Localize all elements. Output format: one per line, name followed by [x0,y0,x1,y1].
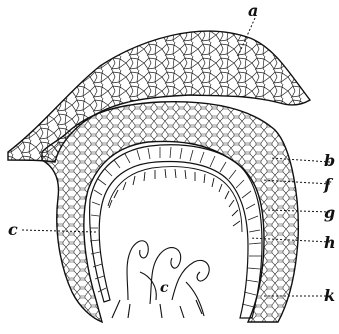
label-b: b [324,151,335,170]
radiating-layer-g [90,145,262,318]
label-c-left: c [8,220,18,239]
label-a: a [248,1,258,20]
label-g: g [324,203,335,222]
label-f: f [323,175,334,194]
inner-fringe-h [108,167,242,232]
label-k: k [324,286,335,305]
label-h: h [324,233,336,252]
label-c-inner: c [160,280,169,296]
